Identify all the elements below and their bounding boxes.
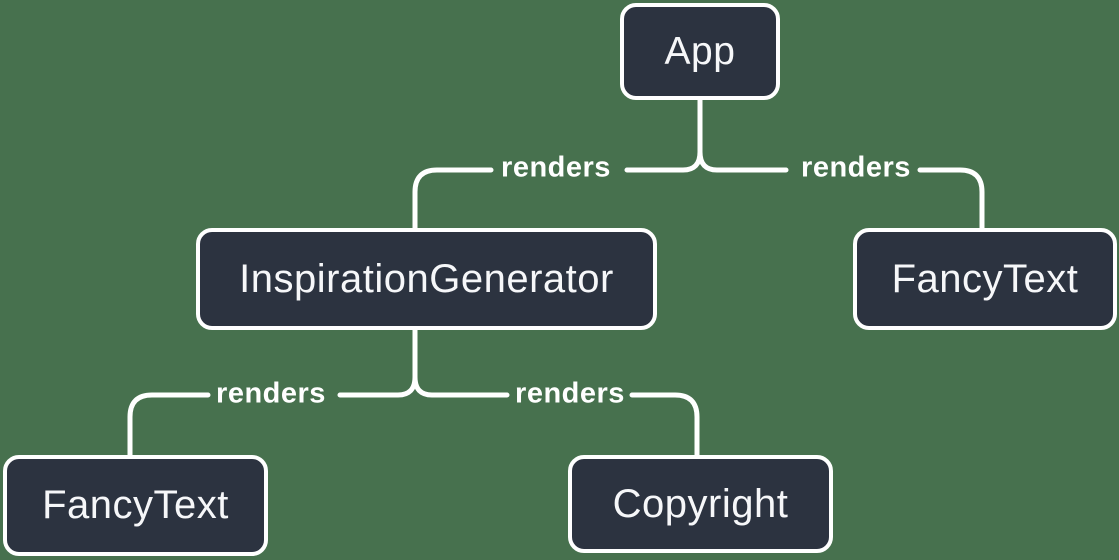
node-fancy-text-right: FancyText — [853, 228, 1117, 330]
edge-app-to-inspirationgenerator-line-b — [412, 167, 494, 231]
node-inspiration-generator-label: InspirationGenerator — [239, 256, 614, 301]
node-fancy-text-right-label: FancyText — [891, 256, 1079, 301]
node-copyright: Copyright — [568, 455, 833, 553]
edge-app-to-fancytext-line-a — [697, 149, 789, 173]
edge-inspirationgenerator-to-copyright-line-b — [629, 392, 700, 458]
edge-inspirationgenerator-to-fancytext-line-a — [337, 374, 418, 398]
node-inspiration-generator: InspirationGenerator — [196, 228, 657, 330]
node-app: App — [620, 3, 780, 100]
edge-app-to-inspirationgenerator-line-a — [624, 149, 703, 173]
edge-label-renders-app-inspirationgenerator: renders — [501, 151, 611, 184]
edge-label-renders-app-fancytext: renders — [801, 151, 911, 184]
node-copyright-label: Copyright — [612, 481, 789, 526]
node-app-label: App — [664, 29, 736, 73]
edge-app-to-fancytext-line-b — [917, 167, 985, 231]
edge-inspirationgenerator-to-fancytext-line-b — [127, 392, 211, 458]
node-fancy-text-left: FancyText — [3, 455, 268, 556]
node-fancy-text-left-label: FancyText — [42, 483, 229, 527]
edge-inspirationgenerator-to-copyright-line-a — [412, 374, 510, 398]
edge-label-renders-inspirationgenerator-copyright: renders — [515, 377, 625, 410]
edge-label-renders-inspirationgenerator-fancytext: renders — [216, 377, 326, 410]
